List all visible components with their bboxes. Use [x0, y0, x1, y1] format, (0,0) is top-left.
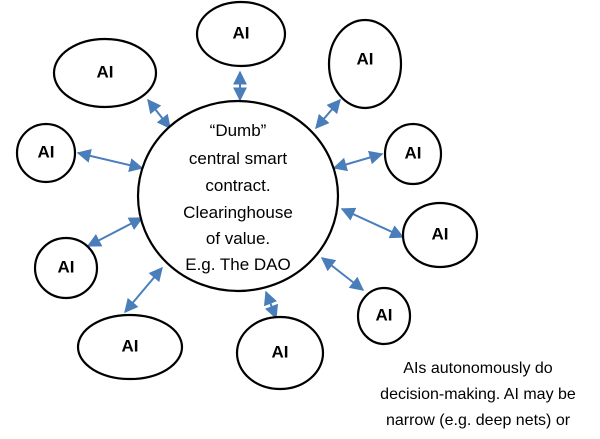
center-line-2: central smart	[189, 149, 288, 168]
ai-node-bottom: AI	[235, 315, 325, 391]
ai-node-top: AI	[195, 0, 287, 68]
center-line-6: E.g. The DAO	[185, 255, 291, 274]
connector-lower-right	[340, 207, 405, 239]
ai-node-lower-right-label: AI	[432, 224, 449, 243]
ai-node-lower-left-label: AI	[58, 257, 75, 276]
center-line-4: Clearinghouse	[183, 203, 293, 222]
connector-lower-left	[86, 217, 144, 247]
ai-node-bottom-left: AI	[76, 313, 184, 381]
ai-node-lower-left: AI	[33, 236, 99, 300]
connector-right	[332, 150, 384, 172]
ai-node-right: AI	[383, 122, 443, 186]
connector-bottom	[263, 290, 279, 320]
ai-node-bottom-right-small: AI	[356, 286, 412, 346]
ai-node-bottom-right-small-label: AI	[376, 305, 393, 324]
ai-node-top-left: AI	[52, 37, 158, 109]
ai-node-left: AI	[15, 122, 77, 184]
central-contract-node: “Dumb” central smart contract. Clearingh…	[136, 99, 340, 293]
connector-top-left	[147, 98, 171, 130]
ai-node-top-right-label: AI	[357, 49, 374, 68]
connector-top-right	[315, 98, 341, 130]
center-line-5: of value.	[206, 229, 270, 248]
caption: AIs autonomously do decision-making. AI …	[380, 360, 576, 429]
center-line-1: “Dumb”	[210, 121, 267, 140]
ai-node-lower-right: AI	[401, 201, 479, 269]
ai-node-top-left-label: AI	[97, 62, 114, 81]
caption-line-3: narrow (e.g. deep nets) or	[386, 412, 571, 429]
caption-line-1: AIs autonomously do	[403, 360, 553, 377]
ai-node-bottom-label: AI	[272, 342, 289, 361]
ai-node-right-label: AI	[405, 143, 422, 162]
connector-bottom-right-small	[320, 257, 365, 291]
ai-node-bottom-left-label: AI	[122, 336, 139, 355]
connector-left	[76, 149, 144, 172]
ai-node-top-label: AI	[233, 23, 250, 42]
center-line-3: contract.	[205, 176, 270, 195]
connectors	[76, 70, 405, 320]
caption-line-2: decision-making. AI may be	[380, 386, 576, 403]
connector-bottom-left	[124, 266, 163, 314]
ai-node-left-label: AI	[38, 142, 55, 161]
ai-node-top-right: AI	[327, 18, 403, 110]
